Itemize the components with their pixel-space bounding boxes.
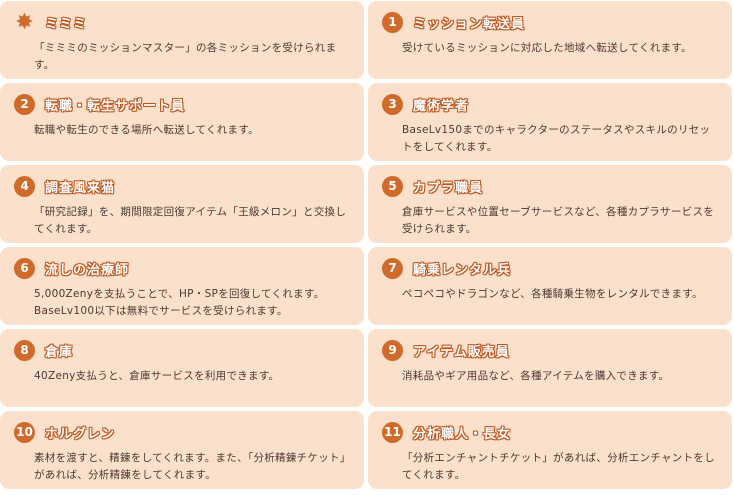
card-header: 1 ミッション転送員 <box>382 11 718 33</box>
number-badge: 9 <box>382 339 403 361</box>
number-badge: 6 <box>14 257 35 279</box>
card-header: 7 騎乗レンタル兵 <box>382 257 718 279</box>
card-header: 5 カプラ職員 <box>382 175 718 197</box>
card-description: 40Zeny支払うと、倉庫サービスを利用できます。 <box>34 370 280 382</box>
npc-card-1: 1 ミッション転送員 受けているミッションに対応した地域へ転送してくれます。 <box>368 1 732 79</box>
card-title: カプラ職員 <box>413 180 484 196</box>
card-title: 魔術学者 <box>413 98 470 114</box>
number-badge: 8 <box>14 339 35 361</box>
card-description: 素材を渡すと、精錬をしてくれます。また、「分析精錬チケット」があれば、分析精錬を… <box>34 452 346 481</box>
number-badge: 5 <box>382 175 403 197</box>
card-title: ミミミ <box>45 16 88 32</box>
card-header: 6 流しの治療師 <box>14 257 350 279</box>
card-description: 転職や転生のできる場所へ転送してくれます。 <box>34 124 259 136</box>
npc-card-5: 5 カプラ職員 倉庫サービスや位置セーブサービスなど、各種カプラサービスを受けら… <box>368 165 732 243</box>
npc-card-2: 2 転職・転生サポート員 転職や転生のできる場所へ転送してくれます。 <box>0 83 364 161</box>
card-header: ✸ ミミミ <box>14 9 350 35</box>
npc-card-3: 3 魔術学者 BaseLv150までのキャラクターのステータスやスキルのリセット… <box>368 83 732 161</box>
card-title: 分析職人・長女 <box>413 426 512 442</box>
card-title: 倉庫 <box>45 344 74 360</box>
npc-card-mimimi: ✸ ミミミ 「ミミミのミッションマスター」の各ミッションを受けられます。 <box>0 1 364 79</box>
card-header: 11 分析職人・長女 <box>382 421 718 443</box>
card-description: 消耗品やギア用品など、各種アイテムを購入できます。 <box>402 370 670 382</box>
number-badge: 7 <box>382 257 403 279</box>
npc-card-6: 6 流しの治療師 5,000Zenyを支払うことで、HP・SPを回復してくれます… <box>0 247 364 325</box>
npc-card-10: 10 ホルグレン 素材を渡すと、精錬をしてくれます。また、「分析精錬チケット」が… <box>0 411 364 489</box>
number-badge: 11 <box>382 421 403 443</box>
card-header: 9 アイテム販売員 <box>382 339 718 361</box>
card-description: 倉庫サービスや位置セーブサービスなど、各種カプラサービスを受けられます。 <box>402 206 715 235</box>
npc-card-4: 4 調査風来猫 「研究記録」を、期間限定回復アイテム「王級メロン」と交換してくれ… <box>0 165 364 243</box>
card-title: ミッション転送員 <box>413 16 526 32</box>
card-description: 受けているミッションに対応した地域へ転送してくれます。 <box>402 42 692 54</box>
card-header: 8 倉庫 <box>14 339 350 361</box>
card-description: 「研究記録」を、期間限定回復アイテム「王級メロン」と交換してくれます。 <box>34 206 347 235</box>
card-description: BaseLv150までのキャラクターのステータスやスキルのリセットをしてくれます… <box>402 124 711 153</box>
number-badge: 10 <box>14 421 35 443</box>
npc-card-8: 8 倉庫 40Zeny支払うと、倉庫サービスを利用できます。 <box>0 329 364 407</box>
card-header: 10 ホルグレン <box>14 421 350 443</box>
card-description: 「分析エンチャントチケット」があれば、分析エンチャントをしてくれます。 <box>402 452 715 481</box>
npc-card-9: 9 アイテム販売員 消耗品やギア用品など、各種アイテムを購入できます。 <box>368 329 732 407</box>
card-header: 2 転職・転生サポート員 <box>14 93 350 115</box>
card-description: ペコペコやドラゴンなど、各種騎乗生物をレンタルできます。 <box>402 288 703 300</box>
card-header: 3 魔術学者 <box>382 93 718 115</box>
star-badge-icon: ✸ <box>15 9 34 35</box>
card-description: 5,000Zenyを支払うことで、HP・SPを回復してくれます。BaseLv10… <box>34 288 325 317</box>
npc-card-11: 11 分析職人・長女 「分析エンチャントチケット」があれば、分析エンチャントをし… <box>368 411 732 489</box>
card-header: 4 調査風来猫 <box>14 175 350 197</box>
number-badge: 4 <box>14 175 35 197</box>
number-badge: 2 <box>14 93 35 115</box>
npc-card-7: 7 騎乗レンタル兵 ペコペコやドラゴンなど、各種騎乗生物をレンタルできます。 <box>368 247 732 325</box>
number-badge: 3 <box>382 93 403 115</box>
card-title: ホルグレン <box>45 426 116 442</box>
card-title: アイテム販売員 <box>413 344 510 360</box>
card-title: 調査風来猫 <box>45 180 116 196</box>
card-title: 転職・転生サポート員 <box>45 98 186 114</box>
card-title: 騎乗レンタル兵 <box>413 262 512 278</box>
card-description: 「ミミミのミッションマスター」の各ミッションを受けられます。 <box>34 42 337 71</box>
number-badge: 1 <box>382 11 403 33</box>
card-title: 流しの治療師 <box>45 262 130 278</box>
